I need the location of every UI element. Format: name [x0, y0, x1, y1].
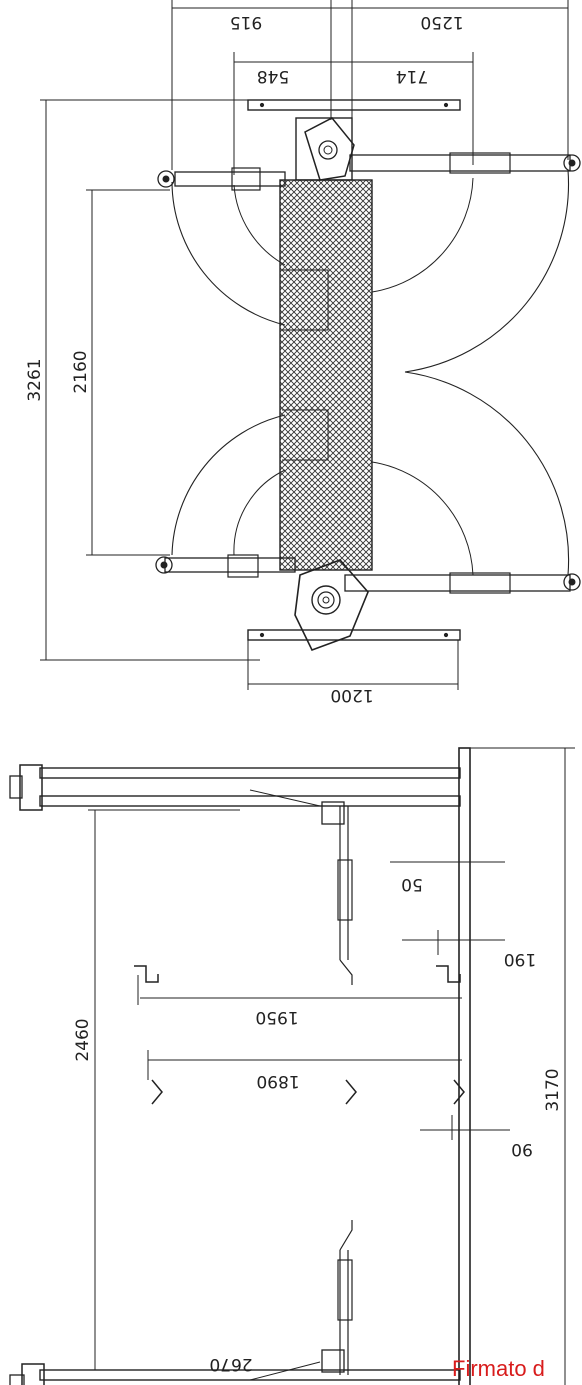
dim-548: 548: [257, 66, 289, 86]
signature-text: Firmato d: [452, 1356, 545, 1381]
dim-915: 915: [230, 12, 262, 32]
dim-90: 90: [511, 1139, 533, 1159]
dim-1890: 1890: [256, 1071, 299, 1091]
dim-1200: 1200: [330, 685, 373, 705]
dim-714: 714: [396, 66, 428, 86]
plan-view: [40, 0, 581, 690]
side-view: [9, 747, 575, 1385]
dim-3261: 3261: [25, 358, 45, 401]
dim-1950: 1950: [255, 1007, 298, 1027]
dim-3170: 3170: [543, 1068, 563, 1111]
dim-50: 50: [401, 874, 423, 894]
dim-1250: 1250: [420, 12, 463, 32]
dim-2670: 2670: [209, 1354, 252, 1374]
dim-190: 190: [504, 949, 536, 969]
dim-2160: 2160: [71, 350, 91, 393]
dim-2460: 2460: [73, 1018, 93, 1061]
